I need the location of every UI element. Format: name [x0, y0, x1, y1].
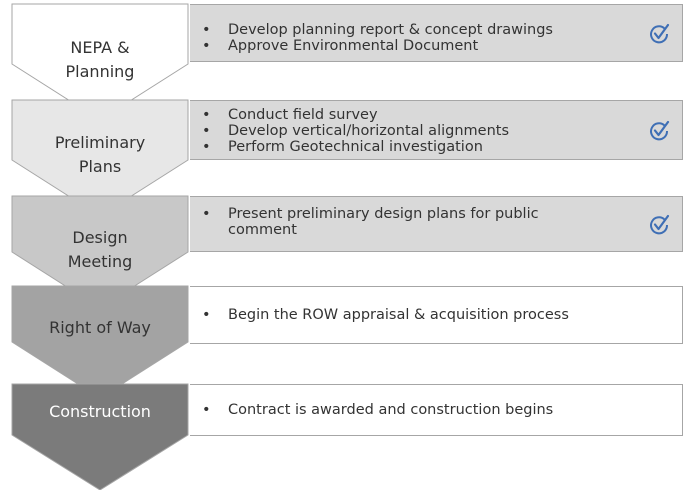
- task-item: Approve Environmental Document: [202, 38, 553, 54]
- task-list: Present preliminary design plans for pub…: [202, 206, 608, 238]
- task-item: Begin the ROW appraisal & acquisition pr…: [202, 307, 569, 323]
- task-list: Conduct field surveyDevelop vertical/hor…: [202, 107, 509, 155]
- task-list: Develop planning report & concept drawin…: [202, 22, 553, 54]
- step-label-2: Preliminary Plans: [54, 133, 146, 176]
- task-item: Perform Geotechnical investigation: [202, 139, 509, 155]
- task-box-1: Develop planning report & concept drawin…: [190, 4, 683, 62]
- step-chevron-5: [11, 383, 189, 490]
- step-label-1: NEPA & Planning: [65, 38, 135, 81]
- task-list: Begin the ROW appraisal & acquisition pr…: [202, 307, 569, 323]
- step-label-4: Right of Way: [49, 318, 151, 337]
- step-chevron-2: [11, 99, 189, 217]
- check-circle-icon: [650, 120, 670, 141]
- step-label-3: Design Meeting: [67, 228, 133, 271]
- task-box-4: Begin the ROW appraisal & acquisition pr…: [190, 286, 683, 344]
- task-item: Present preliminary design plans for pub…: [202, 206, 608, 238]
- check-circle-icon: [650, 214, 670, 235]
- task-box-2: Conduct field surveyDevelop vertical/hor…: [190, 100, 683, 160]
- task-item: Develop planning report & concept drawin…: [202, 22, 553, 38]
- step-chevron-1: [11, 3, 189, 121]
- step-chevron-4: [11, 285, 189, 399]
- task-item: Develop vertical/horizontal alignments: [202, 123, 509, 139]
- task-item: Contract is awarded and construction beg…: [202, 402, 553, 418]
- task-item: Conduct field survey: [202, 107, 509, 123]
- check-circle-icon: [650, 23, 670, 44]
- step-label-5: Construction: [49, 402, 151, 421]
- step-chevron-3: [11, 195, 189, 309]
- task-list: Contract is awarded and construction beg…: [202, 402, 553, 418]
- task-box-3: Present preliminary design plans for pub…: [190, 196, 683, 252]
- task-box-5: Contract is awarded and construction beg…: [190, 384, 683, 436]
